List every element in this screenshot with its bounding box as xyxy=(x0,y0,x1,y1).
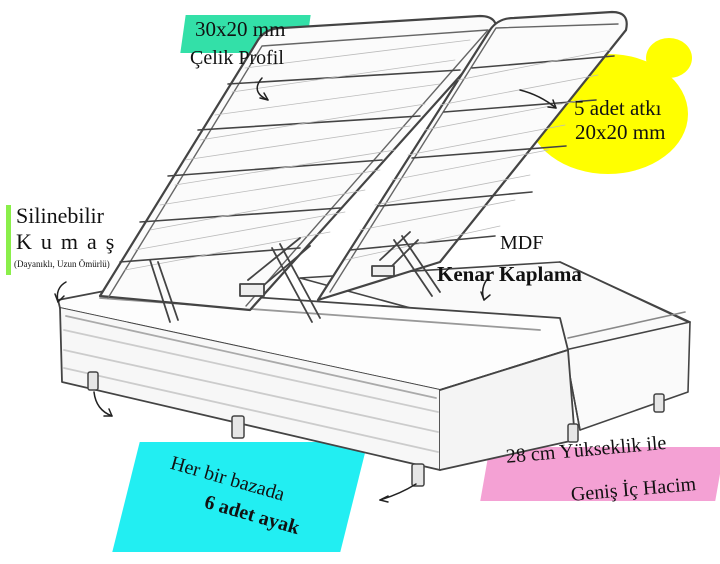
base-legs xyxy=(87,371,665,487)
slats-count-label: 5 adet atkı xyxy=(574,96,662,120)
callout-arrows xyxy=(54,77,557,503)
fabric-title-label: Silinebilir xyxy=(16,203,104,228)
fabric-note-label: (Dayanıklı, Uzun Ömürlü) xyxy=(14,259,110,269)
right-base-box xyxy=(299,261,691,431)
slats-bubble-small xyxy=(646,38,692,78)
lift-pistons xyxy=(149,231,441,323)
profile-size-label: 30x20 mm xyxy=(195,17,286,41)
fabric-accent-bar xyxy=(6,205,11,275)
right-lift-frame xyxy=(316,10,628,302)
edge-title-label: Kenar Kaplama xyxy=(437,262,582,286)
profile-material-label: Çelik Profil xyxy=(190,47,284,69)
edge-material-label: MDF xyxy=(500,232,544,254)
left-base-box xyxy=(57,287,576,471)
fabric-word-label: Kumaş xyxy=(16,229,124,254)
slats-size-label: 20x20 mm xyxy=(575,120,666,144)
